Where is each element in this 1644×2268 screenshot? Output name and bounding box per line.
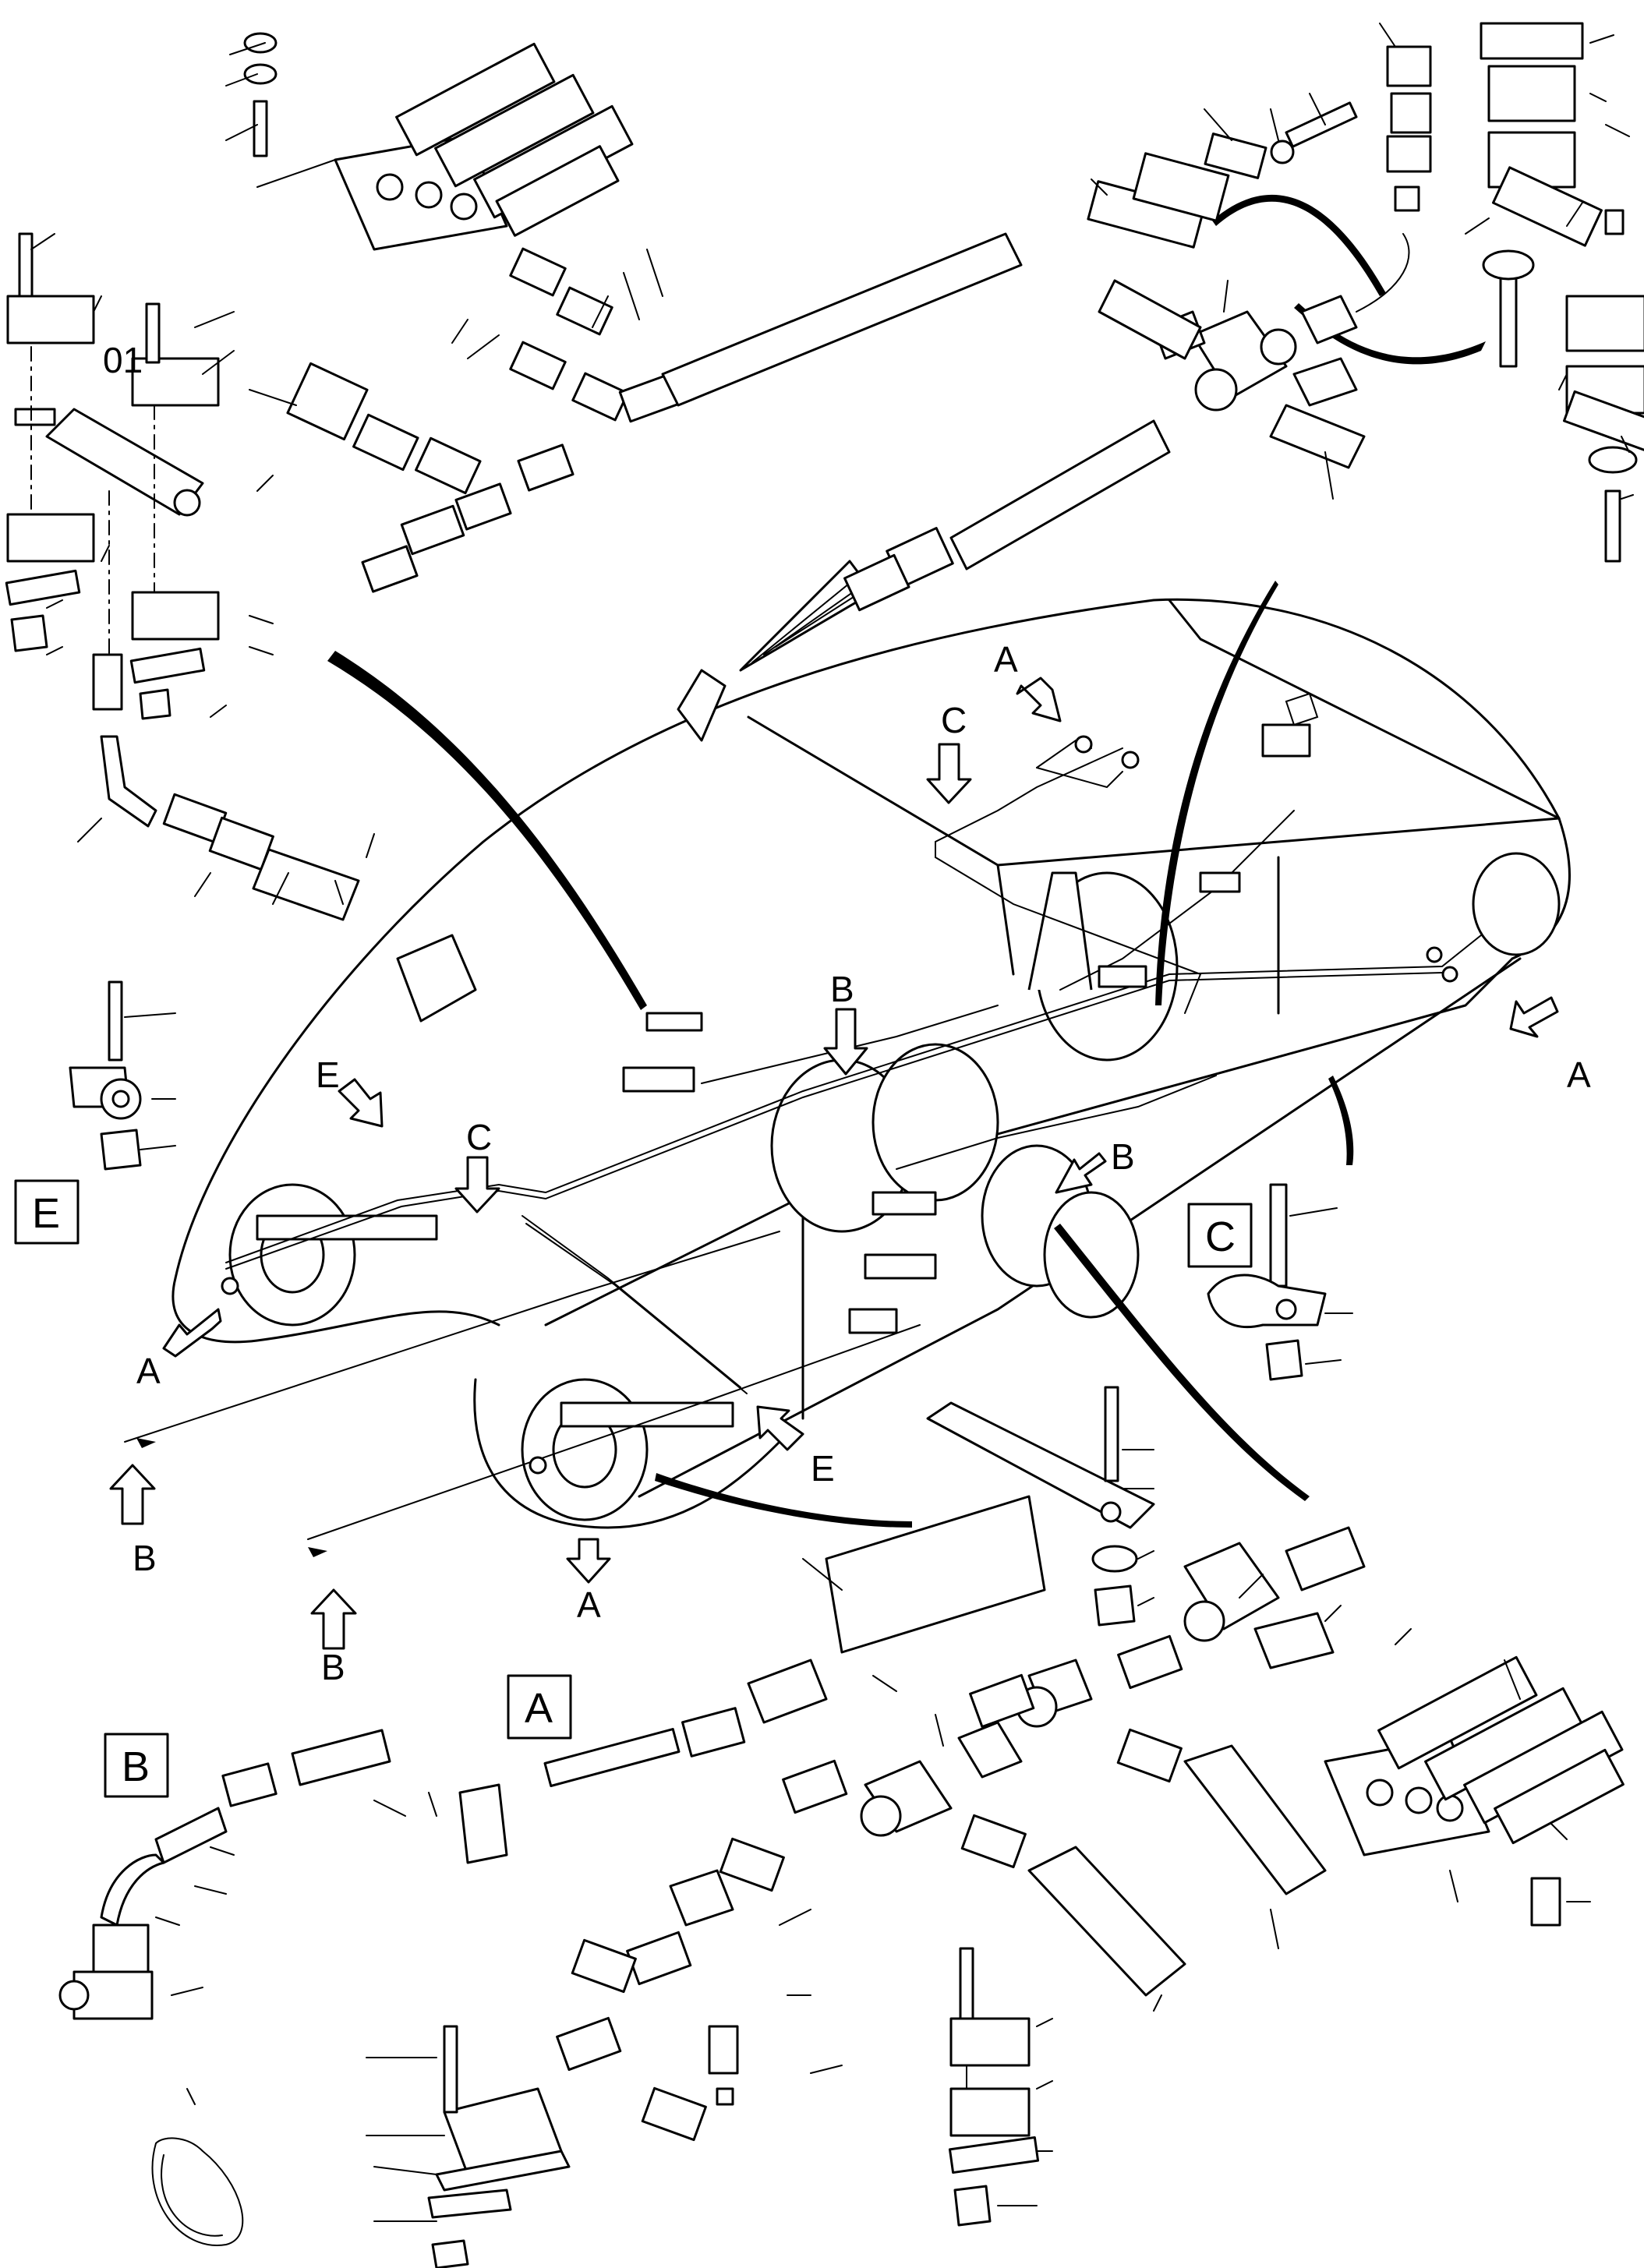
view-label-c-top: C — [941, 700, 967, 740]
view-arrow-b-center — [823, 1008, 868, 1076]
view-labels: A C A B B E C A E A B B 01 — [103, 340, 1591, 1687]
detail-box-labels: E C A B — [14, 1179, 1253, 1798]
detail-c-clamp — [1207, 1183, 1353, 1381]
view-arrow-e-left — [338, 1078, 384, 1128]
view-arrow-c-left — [454, 1156, 500, 1213]
view-label-b-right: B — [1111, 1136, 1135, 1177]
view-label-b-left-2: B — [321, 1647, 345, 1687]
detail-box-e — [14, 1179, 80, 1245]
detail-box-b — [104, 1733, 169, 1798]
view-arrows — [109, 677, 1559, 1650]
view-label-a-bottom: A — [577, 1584, 601, 1625]
bottom-center-bracket — [802, 1386, 1155, 1654]
boom-body — [171, 598, 1571, 1529]
view-label-e-left: E — [316, 1055, 340, 1095]
detail-bottom-fittings — [58, 1526, 1625, 2268]
detail-e-clamp — [69, 980, 176, 1171]
view-label-b-left-1: B — [133, 1538, 157, 1578]
view-arrow-a-left — [162, 1308, 222, 1358]
part-number-label: 01 — [103, 340, 143, 380]
view-arrow-b-right — [1055, 1152, 1107, 1194]
view-label-e-bottom: E — [811, 1448, 835, 1489]
view-arrow-e-bottom — [756, 1405, 804, 1451]
view-label-b-center: B — [830, 969, 854, 1009]
view-arrow-a-top — [1016, 677, 1062, 722]
detail-box-a-label: A — [525, 1685, 553, 1732]
view-arrow-b-left-2 — [310, 1588, 357, 1650]
view-label-a-top: A — [994, 639, 1018, 680]
detail-box-a — [507, 1674, 572, 1740]
view-arrow-a-right — [1509, 996, 1559, 1038]
view-label-a-right: A — [1567, 1055, 1591, 1095]
view-arrow-c-top — [926, 743, 972, 804]
detail-top-left-fittings — [5, 32, 1171, 921]
detail-box-b-label: B — [122, 1743, 150, 1790]
detail-box-c-label: C — [1205, 1213, 1236, 1260]
view-arrow-b-left-1 — [109, 1464, 156, 1525]
detail-box-e-label: E — [32, 1190, 60, 1237]
view-arrow-a-bottom — [566, 1538, 611, 1584]
detail-top-right-fittings — [1087, 22, 1644, 563]
boom-pipes — [124, 692, 1482, 1540]
view-label-c-left: C — [466, 1117, 492, 1157]
detail-box-c — [1187, 1203, 1253, 1268]
view-label-a-left: A — [136, 1351, 161, 1391]
